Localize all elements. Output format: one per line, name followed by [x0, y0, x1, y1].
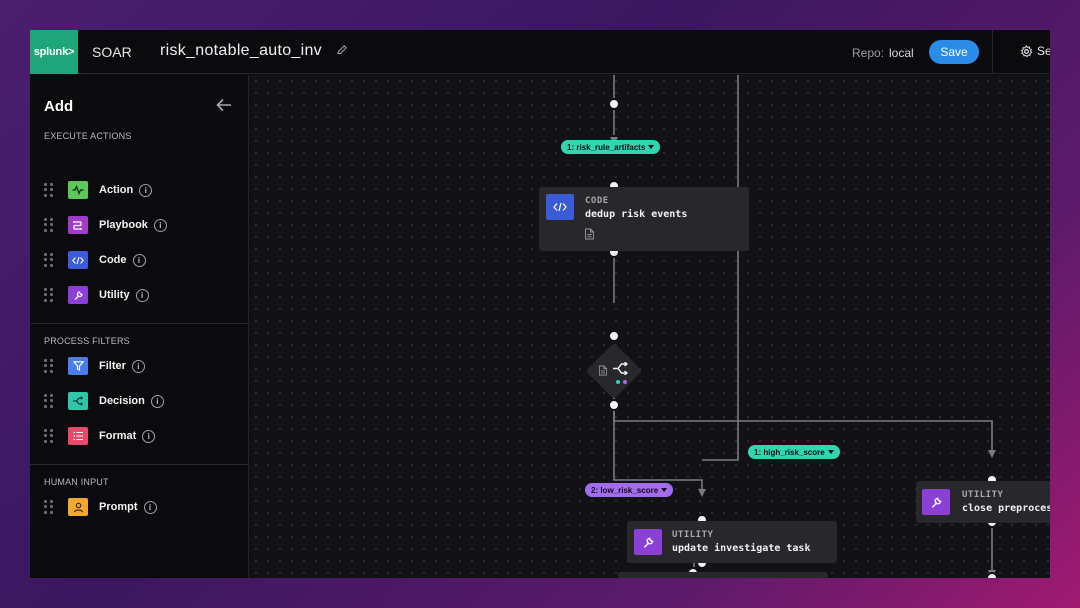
sidebar-item-prompt[interactable]: Prompt i — [44, 496, 234, 518]
save-button[interactable]: Save — [929, 40, 979, 64]
sidebar-item-decision[interactable]: Decision i — [44, 390, 234, 412]
info-icon[interactable]: i — [150, 394, 164, 408]
connector-port[interactable] — [608, 98, 620, 110]
sidebar-item-utility[interactable]: Utility i — [44, 284, 234, 306]
utility-icon — [922, 489, 950, 515]
splunk-logo[interactable]: splunk> — [30, 30, 78, 74]
playbook-icon — [68, 216, 88, 234]
node-name: close preprocess — [962, 503, 1050, 514]
playbook-canvas[interactable]: 1: risk_rule_artifacts 1: high_risk_scor… — [250, 75, 1050, 578]
sidebar-item-code[interactable]: Code i — [44, 249, 234, 271]
sidebar-item-label: Utility — [99, 289, 130, 301]
connector-port[interactable] — [986, 572, 998, 578]
pill-text: 1: risk_rule_artifacts — [567, 142, 646, 152]
sidebar-item-action[interactable]: Action i — [44, 179, 234, 201]
info-icon[interactable]: i — [142, 429, 156, 443]
drag-handle-icon[interactable] — [44, 288, 54, 302]
info-icon[interactable]: i — [135, 288, 149, 302]
node-type-label: UTILITY — [962, 490, 1004, 500]
pencil-icon[interactable] — [335, 43, 349, 57]
sidebar-item-playbook[interactable]: Playbook i — [44, 214, 234, 236]
repo-label: Repo: — [852, 46, 885, 60]
topbar-divider — [992, 30, 993, 74]
app-window: splunk> SOAR risk_notable_auto_inv Repo:… — [30, 30, 1050, 578]
pill-text: 2: low_risk_score — [591, 485, 659, 495]
code-icon — [68, 251, 88, 269]
sidebar-item-label: Code — [99, 254, 127, 266]
node-partial[interactable] — [618, 572, 828, 578]
info-icon[interactable]: i — [143, 500, 157, 514]
utility-icon — [634, 529, 662, 555]
info-icon[interactable]: i — [131, 359, 145, 373]
node-utility-update-investigate-task[interactable]: UTILITY update investigate task — [627, 521, 837, 563]
node-utility-close-preprocess[interactable]: UTILITY close preprocess — [916, 481, 1050, 523]
drag-handle-icon[interactable] — [44, 253, 54, 267]
info-icon[interactable]: i — [132, 253, 146, 267]
decision-node[interactable] — [585, 342, 643, 400]
document-icon[interactable] — [584, 228, 595, 240]
drag-handle-icon[interactable] — [44, 183, 54, 197]
add-panel: Add EXECUTE ACTIONS Action i Playbook i — [30, 75, 249, 578]
sidebar-item-filter[interactable]: Filter i — [44, 355, 234, 377]
sidebar-item-label: Decision — [99, 395, 145, 407]
branch-label-risk-rule-artifacts[interactable]: 1: risk_rule_artifacts — [561, 140, 661, 154]
drag-handle-icon[interactable] — [44, 394, 54, 408]
branch-dot — [616, 380, 620, 384]
section-divider — [30, 323, 249, 324]
connector-port[interactable] — [608, 399, 620, 411]
node-name: update investigate task — [672, 543, 811, 554]
sidebar-item-format[interactable]: Format i — [44, 425, 234, 447]
caret-down-icon — [827, 450, 834, 454]
gear-icon — [1020, 44, 1033, 57]
section-divider — [30, 464, 249, 465]
section-header-human-input: HUMAN INPUT — [44, 477, 109, 487]
pill-text: 1: high_risk_score — [754, 447, 825, 457]
utility-icon — [68, 286, 88, 304]
decision-icon — [613, 362, 629, 375]
sidebar-item-label: Format — [99, 430, 137, 442]
code-icon — [546, 194, 574, 220]
branch-dot — [623, 380, 627, 384]
action-icon — [68, 181, 88, 199]
info-icon[interactable]: i — [153, 218, 167, 232]
sidebar-item-label: Filter — [99, 360, 126, 372]
settings-label: Se — [1037, 44, 1050, 58]
info-icon[interactable]: i — [139, 183, 153, 197]
document-icon[interactable] — [598, 365, 608, 376]
repo-value: local — [889, 46, 914, 60]
branch-label-high-risk-score[interactable]: 1: high_risk_score — [748, 445, 840, 459]
caret-down-icon — [661, 488, 668, 492]
section-header-execute-actions: EXECUTE ACTIONS — [44, 131, 132, 141]
connector-port[interactable] — [608, 330, 620, 342]
settings-button[interactable]: Se — [1020, 44, 1050, 58]
drag-handle-icon[interactable] — [44, 429, 54, 443]
node-type-label: UTILITY — [672, 530, 714, 540]
top-bar: splunk> SOAR risk_notable_auto_inv Repo:… — [30, 30, 1050, 74]
sidebar-item-label: Playbook — [99, 219, 148, 231]
sidebar-item-label: Action — [99, 184, 134, 196]
node-code-dedup-risk-events[interactable]: CODE dedup risk events — [539, 187, 749, 251]
sidebar-item-label: Prompt — [99, 501, 138, 513]
decision-icon — [68, 392, 88, 410]
prompt-icon — [68, 498, 88, 516]
branch-label-low-risk-score[interactable]: 2: low_risk_score — [585, 483, 674, 497]
node-type-label: CODE — [585, 196, 609, 206]
node-name: dedup risk events — [585, 209, 688, 220]
playbook-title[interactable]: risk_notable_auto_inv — [160, 42, 322, 59]
format-icon — [68, 427, 88, 445]
section-header-process-filters: PROCESS FILTERS — [44, 336, 130, 346]
filter-icon — [68, 357, 88, 375]
panel-title: Add — [44, 98, 74, 115]
caret-down-icon — [648, 145, 655, 149]
drag-handle-icon[interactable] — [44, 218, 54, 232]
drag-handle-icon[interactable] — [44, 500, 54, 514]
product-name: SOAR — [92, 44, 132, 60]
drag-handle-icon[interactable] — [44, 359, 54, 373]
arrow-left-icon[interactable] — [214, 95, 234, 115]
